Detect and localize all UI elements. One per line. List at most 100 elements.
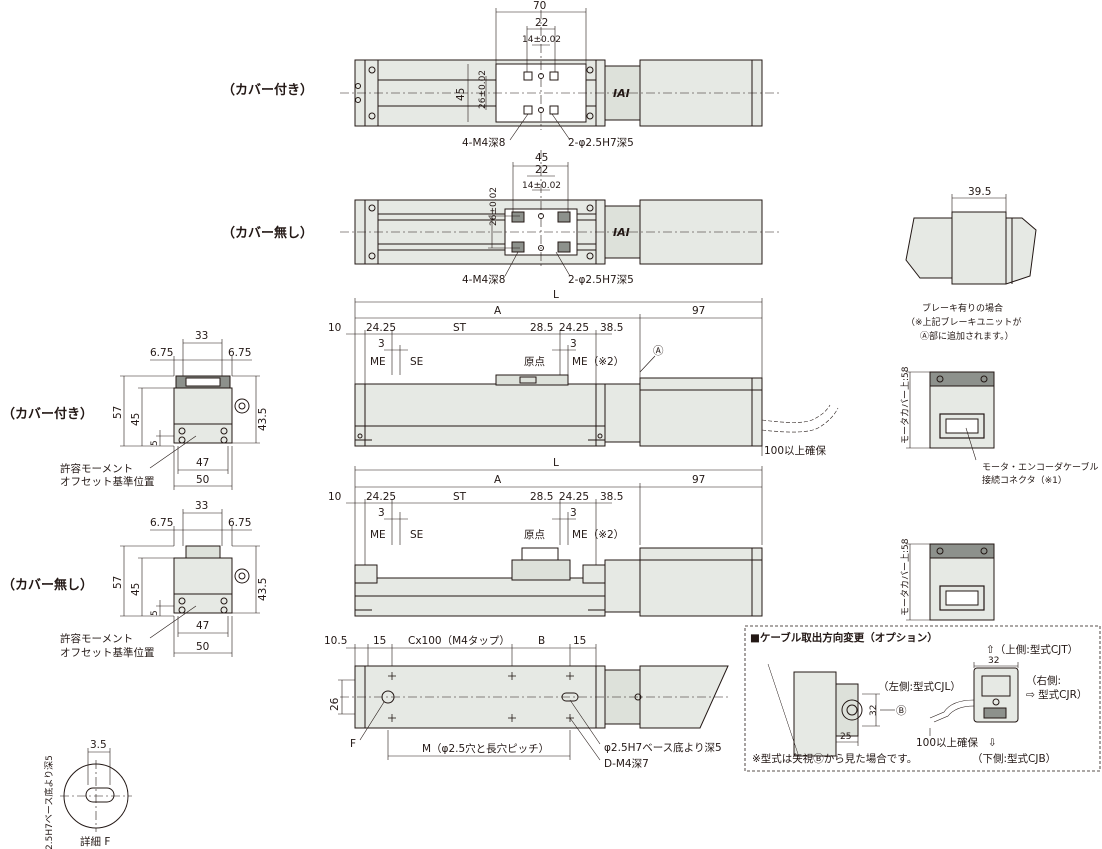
dim-24-25a-2: 24.25 (366, 491, 396, 503)
dim-97-1: 97 (692, 305, 705, 317)
dim-L-1: L (553, 289, 559, 301)
dim-43-5-1: 43.5 (257, 408, 269, 431)
dim-28-5-2: 28.5 (530, 491, 553, 503)
brake-note-1: ブレーキ有りの場合 (922, 302, 1003, 314)
dim-22: 22 (535, 17, 548, 29)
end-view-with-cover: （カバー付き） 33 6.75 6.75 57 45 5 43.5 47 50 (2, 330, 269, 490)
dim-50-1: 50 (196, 474, 209, 486)
label-tap-d-m4: D-M4深7 (604, 758, 649, 770)
label-F: F (350, 738, 356, 750)
motor-end-view-1: モータカバー上:58 モータ・エンコーダケーブル 接続コネクタ（※1） (900, 366, 1098, 486)
dim-33-1: 33 (195, 330, 208, 342)
dim-14-nc: 14±0.02 (522, 181, 561, 191)
end-view-without-cover: （カバー無し） 33 6.75 6.75 57 45 5 43.5 47 50 (2, 500, 269, 659)
dim-28-5-1: 28.5 (530, 322, 553, 334)
logo-iai-top1: IAI (613, 87, 630, 100)
dim-10-5: 10.5 (324, 635, 347, 647)
detail-f: 3.5 2.5H7ベース底より深5 詳細 F (43, 739, 132, 849)
dim-25: 25 (840, 732, 851, 742)
dim-45: 45 (455, 88, 467, 101)
dim-57-2: 57 (112, 576, 124, 589)
moment-2a: 許容モーメント (60, 632, 133, 645)
label-ME2-2: ME（※2） (572, 529, 624, 541)
dim-6-75a-2: 6.75 (150, 517, 173, 529)
dim-6-75b-1: 6.75 (228, 347, 251, 359)
dim-45-nc: 45 (535, 152, 548, 164)
brake-note-2: （※上記ブレーキユニットが (906, 316, 1022, 328)
label-tap-m4-nc: 4-M4深8 (462, 274, 505, 286)
cable-option-title: ■ケーブル取出方向変更（オプション） (750, 631, 938, 644)
label-pin-hole: 2-φ2.5H7深5 (568, 137, 634, 149)
dim-5-2: 5 (150, 610, 160, 616)
moment-1a: 許容モーメント (60, 462, 133, 475)
label-pin-hole-nc: 2-φ2.5H7深5 (568, 274, 634, 286)
label-SE-1: SE (410, 356, 423, 368)
dim-33-2: 33 (195, 500, 208, 512)
dim-3b-2: 3 (570, 507, 577, 519)
dim-26-nc: 26±0.02 (489, 187, 499, 226)
dim-32-top: 32 (988, 656, 999, 666)
dim-32-left: 32 (869, 705, 879, 716)
label-origin-2: 原点 (524, 529, 545, 541)
dim-10-2: 10 (328, 491, 341, 503)
dim-L-2: L (553, 457, 559, 469)
label-origin-1: 原点 (524, 356, 545, 368)
dim-50-2: 50 (196, 641, 209, 653)
label-secure-100: 100以上確保 (916, 736, 979, 749)
label-ME2-1: ME（※2） (572, 356, 624, 368)
dim-57-1: 57 (112, 406, 124, 419)
connector-note-2: 接続コネクタ（※1） (982, 474, 1067, 486)
dim-45-1: 45 (130, 413, 142, 426)
label-SE-2: SE (410, 529, 423, 541)
dim-97-2: 97 (692, 474, 705, 486)
dim-10-1: 10 (328, 322, 341, 334)
dim-47-2: 47 (196, 620, 209, 632)
dim-70: 70 (533, 0, 546, 12)
label-ME-2: ME (370, 529, 386, 541)
cable-up: ⇧（上側:型式CJT） (986, 643, 1078, 656)
label-M-pitch: M（φ2.5穴と長穴ピッチ） (422, 742, 549, 755)
cable-right-1: （右側: (1026, 674, 1061, 687)
cable-down: （下側:型式CJB） (972, 752, 1056, 765)
dim-ST-1: ST (453, 322, 467, 334)
dim-26: 26±0.02 (478, 70, 488, 109)
dim-14: 14±0.02 (522, 35, 561, 45)
label-pin-depth: φ2.5H7ベース底より深5 (604, 741, 722, 754)
cable-left: （左側:型式CJL） (878, 680, 961, 693)
dim-24-25b-2: 24.25 (559, 491, 589, 503)
dim-24-25b-1: 24.25 (559, 322, 589, 334)
label-cable-100: 100以上確保 (764, 444, 827, 457)
dim-3a-2: 3 (378, 507, 385, 519)
side-view-without-cover: L A 97 10 24.25 ST 28.5 24.25 38.5 3 3 M… (328, 457, 763, 617)
dim-A-1: A (494, 305, 502, 317)
dim-5-1: 5 (150, 440, 160, 446)
label-with-cover: （カバー付き） (222, 82, 313, 98)
dim-22-nc: 22 (535, 164, 548, 176)
moment-2b: オフセット基準位置 (60, 646, 155, 659)
dim-15a: 15 (373, 635, 386, 647)
cable-option-box: ■ケーブル取出方向変更（オプション） ⇧（上側:型式CJT） （左側:型式CJL… (744, 625, 1101, 772)
dim-ST-2: ST (453, 491, 467, 503)
dim-3b-1: 3 (570, 338, 577, 350)
top-view-with-cover: （カバー付き） IAI 70 22 14±0.02 45 26±0.02 (222, 0, 780, 149)
motor-cover-58-a: モータカバー上:58 (900, 366, 911, 444)
dim-6-75b-2: 6.75 (228, 517, 251, 529)
dim-A-2: A (494, 474, 502, 486)
dim-26-bottom: 26 (329, 697, 341, 711)
dim-15b: 15 (573, 635, 586, 647)
dim-45-2: 45 (130, 583, 142, 596)
label-view-b: Ⓑ (896, 705, 907, 717)
moment-1b: オフセット基準位置 (60, 475, 155, 488)
dim-38-5-2: 38.5 (600, 491, 623, 503)
dim-39-5: 39.5 (968, 186, 991, 198)
brake-note-3: Ⓐ部に追加されます。） (920, 330, 1014, 342)
label-side-with-cover: （カバー付き） (2, 406, 93, 422)
label-side-without-cover: （カバー無し） (2, 577, 93, 593)
cable-down-arrow: ⇩ (988, 737, 997, 749)
detail-title: 詳細 F (80, 835, 110, 848)
label-tap-m4: 4-M4深8 (462, 137, 505, 149)
dim-6-75a-1: 6.75 (150, 347, 173, 359)
dim-B: B (538, 635, 545, 647)
dim-38-5-1: 38.5 (600, 322, 623, 334)
